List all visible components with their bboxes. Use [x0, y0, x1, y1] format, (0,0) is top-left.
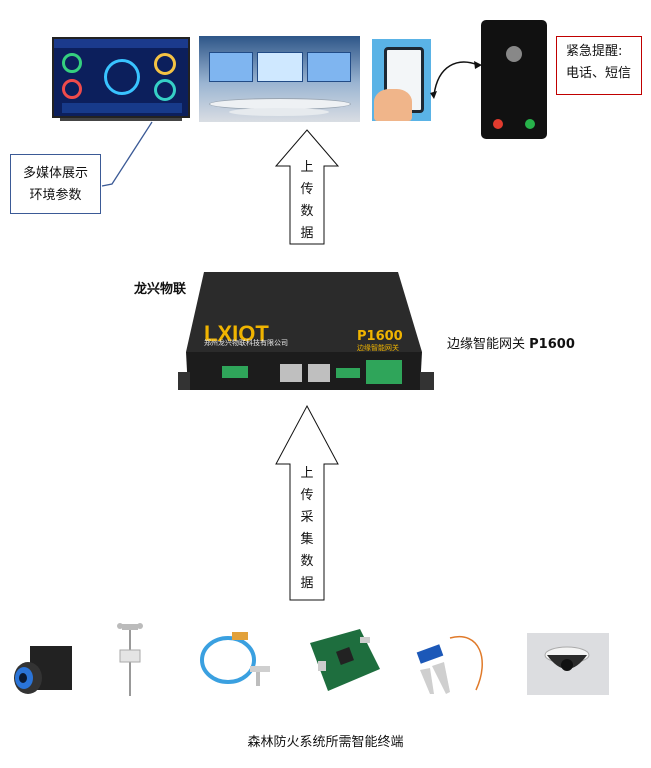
caption: 森林防火系统所需智能终端: [247, 735, 404, 750]
upload-arrow-bottom: [275, 404, 339, 601]
hand-phone-icon: [372, 39, 431, 121]
upload-text-top: 上 传 数 据: [300, 160, 314, 241]
weather-station-icon: [117, 623, 143, 696]
gateway-device-icon: [178, 272, 434, 390]
media-line-2: 环境参数: [29, 188, 82, 203]
upload-arrow-top: [274, 129, 340, 245]
tv-stand: [60, 118, 182, 121]
dome-camera-shape: [544, 646, 590, 671]
connector-line: [101, 121, 153, 187]
media-line-1: 多媒体展示: [22, 166, 88, 181]
dome-camera-icon: [527, 633, 609, 695]
alert-line-2: 电话、短信: [566, 66, 632, 81]
device-company: 郑州龙兴物联科技有限公司: [204, 339, 288, 347]
device-model: P1600: [357, 329, 403, 344]
media-display-box: 多媒体展示 环境参数: [10, 154, 101, 214]
incoming-call-phone-icon: [481, 20, 547, 139]
control-room-icon: [199, 36, 360, 122]
alert-box: 紧急提醒: 电话、短信: [556, 36, 642, 95]
dashboard-tv-icon: [52, 37, 190, 118]
circuit-board-icon: [310, 629, 380, 691]
device-sub: 边缘智能网关: [357, 344, 399, 352]
double-arrow-icon: [430, 61, 482, 99]
upload-text-bottom: 上 传 采 集 数 据: [300, 466, 314, 591]
alert-line-1: 紧急提醒:: [566, 44, 623, 59]
device-logo: LXIOT: [204, 321, 269, 346]
soil-sensor-icon: [416, 635, 483, 694]
brand-label: 龙兴物联: [134, 282, 187, 297]
gateway-label: 边缘智能网关 P1600: [447, 337, 575, 352]
temperature-probe-icon: [200, 632, 270, 686]
camera-icon: [14, 646, 72, 694]
